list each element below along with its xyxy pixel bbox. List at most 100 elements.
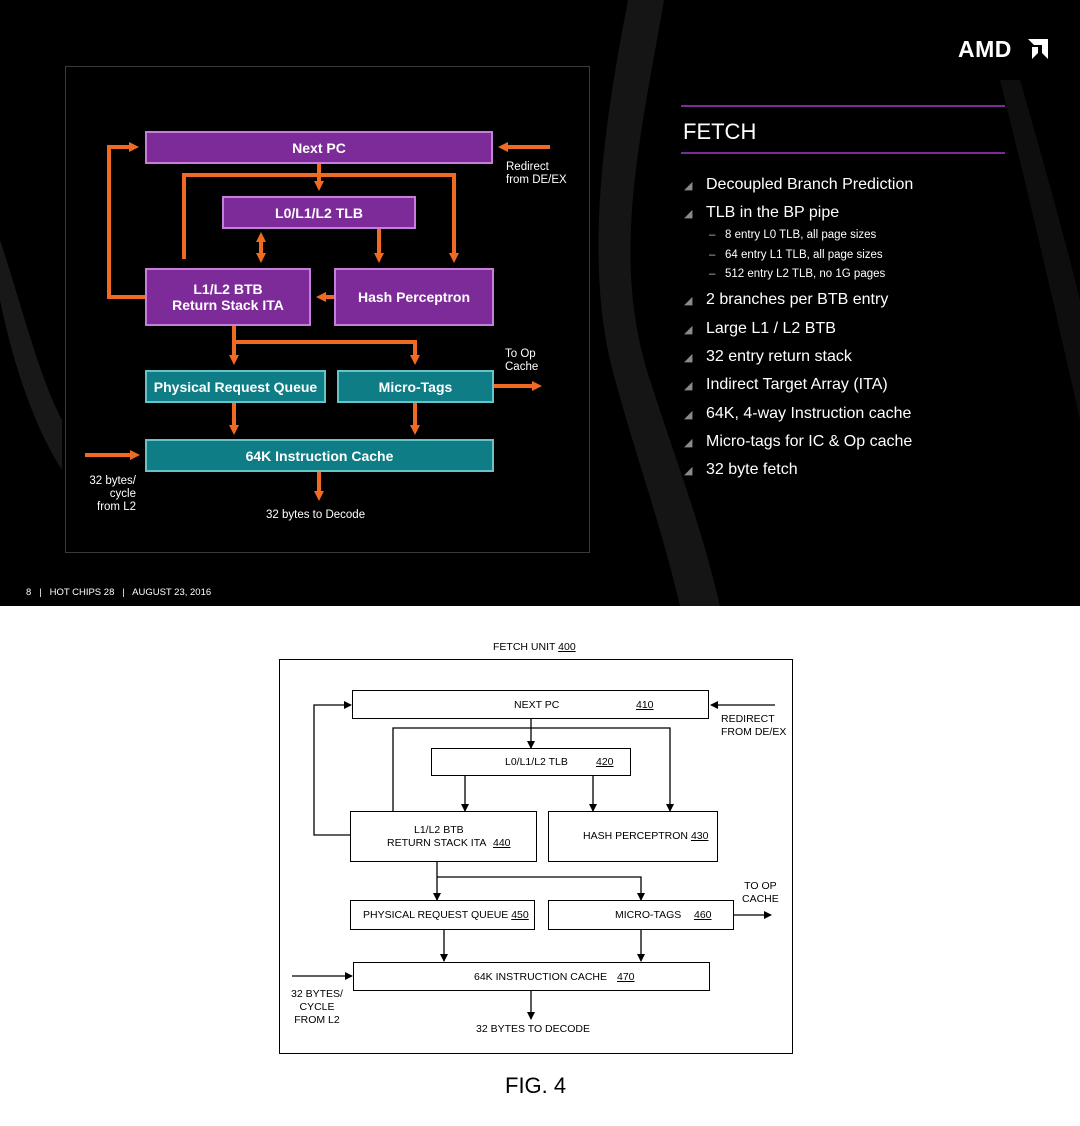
sub-bullet-1-text: 8 entry L0 TLB, all page sizes — [725, 229, 877, 241]
hash-perceptron-block: Hash Perceptron — [334, 268, 494, 326]
patent-next-pc-label: NEXT PC — [514, 699, 560, 711]
patent-instruction-cache-block: 64K INSTRUCTION CACHE 470 — [353, 962, 710, 991]
slide-diagram-arrows — [85, 142, 550, 501]
patent-btb-label-line2: RETURN STACK ITA — [387, 837, 487, 849]
patent-hash-perceptron-text: HASH PERCEPTRON — [583, 830, 691, 842]
triangle-bullet-icon: ◢ — [684, 324, 693, 336]
bullet-5: ◢ 32 entry return stack — [684, 348, 852, 367]
bullet-9-text: 32 byte fetch — [706, 461, 798, 478]
patent-redirect-label: REDIRECT FROM DE/EX — [721, 713, 786, 739]
fetch-unit-title-text: FETCH UNIT — [493, 641, 559, 653]
patent-from-l2-label-line3: FROM L2 — [294, 1014, 340, 1026]
patent-physical-request-queue-text: PHYSICAL REQUEST QUEUE — [363, 909, 512, 921]
bullet-2: ◢ TLB in the BP pipe — [684, 204, 839, 223]
patent-next-pc-block: NEXT PC 410 — [352, 690, 709, 719]
patent-physical-request-queue-number: 450 — [511, 909, 529, 921]
tlb-block: L0/L1/L2 TLB — [222, 196, 416, 229]
patent-instruction-cache-label: 64K INSTRUCTION CACHE — [474, 971, 608, 983]
patent-instruction-cache-number: 470 — [617, 971, 635, 983]
patent-redirect-label-line2: FROM DE/EX — [721, 726, 787, 738]
next-pc-block: Next PC — [145, 131, 493, 164]
patent-diagram-arrows — [292, 701, 775, 1020]
patent-from-l2-label-line1: 32 BYTES/ — [291, 988, 343, 1000]
patent-to-op-cache-label-line2: CACHE — [742, 893, 779, 905]
redirect-label-line2: from DE/EX — [506, 174, 567, 186]
btb-block: L1/L2 BTB Return Stack ITA — [145, 268, 311, 326]
patent-tlb-number: 420 — [596, 756, 614, 768]
triangle-bullet-icon: ◢ — [684, 352, 693, 364]
triangle-bullet-icon: ◢ — [684, 208, 693, 220]
micro-tags-block: Micro-Tags — [337, 370, 494, 403]
bullet-9: ◢ 32 byte fetch — [684, 461, 798, 480]
bullet-8-text: Micro-tags for IC & Op cache — [706, 433, 913, 450]
patent-to-op-cache-label-line1: TO OP — [744, 880, 777, 892]
patent-from-l2-label-line2: CYCLE — [299, 1001, 335, 1013]
triangle-bullet-icon: ◢ — [684, 180, 693, 192]
slide-footer: 8 | HOT CHIPS 28 | AUGUST 23, 2016 — [26, 587, 212, 598]
to-op-cache-label: To Op Cache — [505, 348, 538, 374]
hash-perceptron-label: Hash Perceptron — [357, 289, 471, 305]
sub-bullet-2-text: 64 entry L1 TLB, all page sizes — [725, 249, 883, 261]
dash-bullet-icon: – — [709, 229, 716, 241]
patent-from-l2-label: 32 BYTES/ CYCLE FROM L2 — [286, 988, 348, 1027]
sub-bullet-2: –64 entry L1 TLB, all page sizes — [709, 248, 883, 262]
tlb-label: L0/L1/L2 TLB — [275, 204, 363, 221]
btb-label-line1: L1/L2 BTB — [193, 281, 263, 297]
instruction-cache-label: 64K Instruction Cache — [245, 447, 394, 464]
patent-btb-block: L1/L2 BTB RETURN STACK ITA 440 — [350, 811, 537, 862]
sub-bullet-1: –8 entry L0 TLB, all page sizes — [709, 228, 876, 242]
amd-logo: AMD — [958, 36, 1052, 62]
patent-micro-tags-label: MICRO-TAGS — [615, 909, 682, 921]
bullet-7: ◢64K, 4-way Instruction cache — [684, 405, 911, 424]
to-decode-label: 32 bytes to Decode — [266, 509, 366, 521]
btb-label-line2: Return Stack ITA — [172, 297, 284, 313]
bullet-3: ◢ 2 branches per BTB entry — [684, 291, 888, 310]
bullet-8: ◢ Micro-tags for IC & Op cache — [684, 433, 912, 452]
from-l2-label-line3: from L2 — [97, 501, 136, 513]
physical-request-queue-block: Physical Request Queue — [145, 370, 326, 403]
patent-hash-perceptron-label: HASH PERCEPTRON 430 — [583, 830, 708, 843]
title-rule-top — [681, 105, 1005, 107]
patent-next-pc-number: 410 — [636, 699, 654, 711]
triangle-bullet-icon: ◢ — [684, 295, 693, 307]
redirect-label: Redirect from DE/EX — [506, 161, 567, 187]
triangle-bullet-icon: ◢ — [684, 380, 693, 392]
patent-redirect-label-line1: REDIRECT — [721, 713, 775, 725]
triangle-bullet-icon: ◢ — [684, 437, 693, 449]
bullet-4-text: Large L1 / L2 BTB — [706, 320, 836, 337]
from-l2-label-line1: 32 bytes/ — [89, 475, 136, 487]
amd-logo-text: AMD — [958, 36, 1012, 62]
bullet-2-text: TLB in the BP pipe — [706, 204, 840, 221]
bullet-1-text: Decoupled Branch Prediction — [706, 176, 914, 193]
bullet-5-text: 32 entry return stack — [706, 348, 852, 365]
redirect-label-line1: Redirect — [506, 161, 549, 173]
fetch-unit-title: FETCH UNIT 400 — [493, 641, 576, 654]
amd-arrow-icon — [1028, 39, 1048, 59]
slide-title: FETCH — [683, 119, 757, 144]
patent-btb-label-line1: L1/L2 BTB — [414, 824, 464, 836]
next-pc-label: Next PC — [292, 139, 346, 156]
title-rule-bottom — [681, 152, 1005, 154]
physical-request-queue-label: Physical Request Queue — [153, 378, 318, 395]
patent-physical-request-queue-block: PHYSICAL REQUEST QUEUE 450 — [350, 900, 535, 930]
dash-bullet-icon: – — [709, 249, 716, 261]
from-l2-label: 32 bytes/ cycle from L2 — [66, 475, 136, 514]
patent-micro-tags-block: MICRO-TAGS 460 — [548, 900, 734, 930]
micro-tags-label: Micro-Tags — [378, 378, 453, 395]
to-op-cache-label-line1: To Op — [505, 348, 536, 360]
instruction-cache-block: 64K Instruction Cache — [145, 439, 494, 472]
patent-tlb-block: L0/L1/L2 TLB 420 — [431, 748, 631, 776]
patent-micro-tags-number: 460 — [694, 909, 712, 921]
from-l2-label-line2: cycle — [109, 488, 136, 500]
patent-hash-perceptron-block: HASH PERCEPTRON 430 — [548, 811, 718, 862]
triangle-bullet-icon: ◢ — [684, 465, 693, 477]
to-op-cache-label-line2: Cache — [505, 361, 539, 373]
background-shape — [0, 0, 1080, 606]
bullet-6: ◢ Indirect Target Array (ITA) — [684, 376, 888, 395]
patent-to-decode-label: 32 BYTES TO DECODE — [476, 1023, 590, 1035]
sub-bullet-3-text: 512 entry L2 TLB, no 1G pages — [725, 268, 886, 280]
bullet-1: ◢ Decoupled Branch Prediction — [684, 176, 913, 195]
bullet-7-text: 64K, 4-way Instruction cache — [706, 405, 912, 422]
bullet-3-text: 2 branches per BTB entry — [706, 291, 889, 308]
bullet-6-text: Indirect Target Array (ITA) — [706, 376, 888, 393]
